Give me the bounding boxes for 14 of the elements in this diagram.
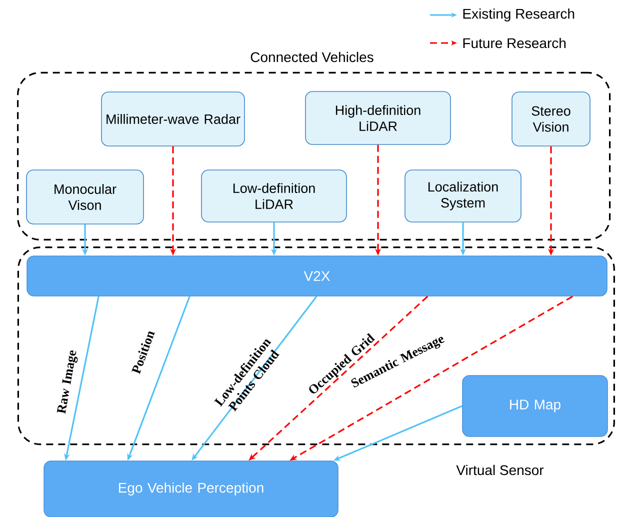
process-box: HD Map	[462, 375, 608, 437]
sensor-box: Millimeter-wave Radar	[101, 92, 245, 146]
edge-label: Raw Image	[56, 350, 78, 414]
sensor-box: High-definition LiDAR	[305, 91, 451, 145]
sensor-box: Stereo Vision	[512, 92, 590, 146]
sensor-box: Localization System	[404, 170, 522, 222]
sensor-box: Monocular Vison	[26, 170, 144, 224]
legend-text: Future Research	[463, 38, 566, 48]
sensor-box: Low-definition LiDAR	[201, 170, 347, 222]
group-title: Virtual Sensor	[456, 464, 544, 476]
group-title: Connected Vehicles	[250, 52, 374, 62]
v2x-bar: V2X	[26, 256, 608, 296]
legend-text: Existing Research	[463, 8, 574, 22]
process-box: Ego Vehicle Perception	[44, 460, 338, 517]
